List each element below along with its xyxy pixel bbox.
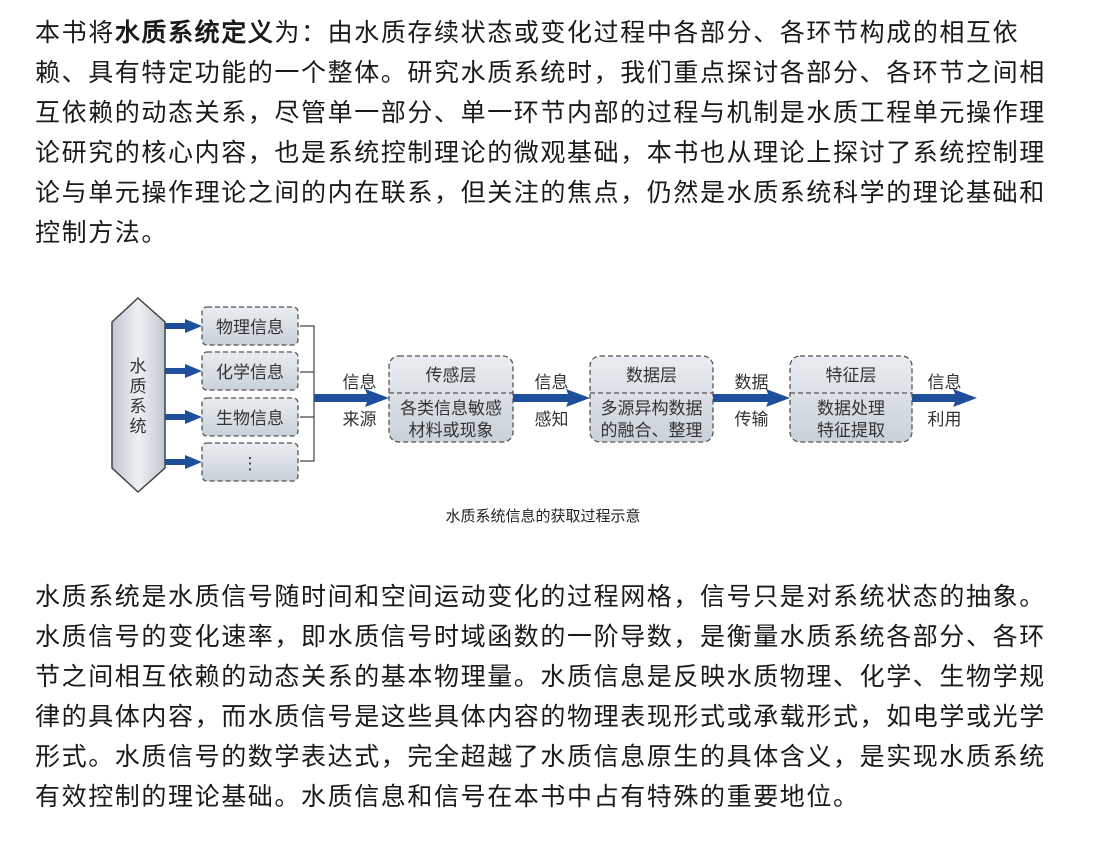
flow-arrow-icon [314,389,389,407]
paragraph-signal: 水质系统是水质信号随时间和空间运动变化的过程网格，信号只是对系统状态的抽象。 水… [35,577,1075,817]
flow-arrow-icon [713,389,790,407]
text-line: 本书将水质系统定义为：由水质存续状态或变化过程中各部分、各环节构成的相互依 [35,18,1020,47]
text-line: 论与单元操作理论之间的内在联系，但关注的焦点，仍然是水质系统科学的理论基础和 [35,178,1046,207]
arrow-icon [165,364,202,378]
bracket-connector [300,325,315,462]
text-line: 控制方法。 [35,218,169,247]
system-label: 系 [130,397,147,417]
arrow-label-top: 信息 [343,373,377,393]
flow-arrow-icon [912,389,977,407]
figure-caption: 水质系统信息的获取过程示意 [445,507,641,525]
layer-box [589,355,714,443]
arrow-label-top: 信息 [535,373,569,393]
water-system-hexagon [111,296,166,494]
system-label: 统 [130,417,147,437]
arrow-label-top: 信息 [928,373,962,393]
layer-desc: 多源异构数据 [601,399,703,419]
arrow-icon [165,455,202,469]
system-label: 水 [130,357,147,377]
layer-desc: 各类信息敏感 [400,399,502,419]
layer-title: 传感层 [426,366,477,386]
text-line: 律的具体内容，而水质信号是这些具体内容的物理表现形式或承载形式，如电学或光学 [35,702,1046,731]
text-line: 形式。水质信号的数学表达式，完全超越了水质信息原生的具体含义，是实现水质系统 [35,742,1046,771]
arrow-label-bottom: 感知 [535,410,569,430]
text-line: 赖、具有特定功能的一个整体。研究水质系统时，我们重点探讨各部分、各环节之间相 [35,58,1046,87]
arrow-label-top: 数据 [735,373,769,393]
info-type-label: 化学信息 [216,363,284,383]
layer-title: 数据层 [626,366,677,386]
layer-box [388,355,514,443]
system-label: 质 [130,377,147,397]
arrow-label-bottom: 来源 [343,410,377,430]
text-line: 水质系统是水质信号随时间和空间运动变化的过程网格，信号只是对系统状态的抽象。 [35,582,1046,611]
text-line: 互依赖的动态关系，尽管单一部分、单一环节内部的过程与机制是水质工程单元操作理 [35,98,1046,127]
layer-title: 特征层 [826,366,877,386]
info-type-label: 物理信息 [216,318,284,338]
arrow-icon [165,319,202,333]
arrow-label-bottom: 利用 [928,410,962,430]
layer-desc: 特征提取 [817,421,885,441]
layer-desc: 的融合、整理 [601,421,703,441]
layer-desc: 材料或现象 [409,421,494,441]
layer-desc: 数据处理 [817,399,885,419]
arrow-icon [165,410,202,424]
arrow-label-bottom: 传输 [735,410,769,430]
text-line: 论研究的核心内容，也是系统控制理论的微观基础，本书也从理论上探讨了系统控制理 [35,138,1046,167]
info-type-label: 生物信息 [216,409,284,429]
text-line: 有效控制的理论基础。水质信息和信号在本书中占有特殊的重要地位。 [35,782,860,811]
text-line: 节之间相互依赖的动态关系的基本物理量。水质信息是反映水质物理、化学、生物学规 [35,662,1046,691]
flow-arrow-icon [513,389,590,407]
bold-term: 水质系统定义 [114,18,275,47]
text-line: 水质信号的变化速率，即水质信号时域函数的一阶导数，是衡量水质系统各部分、各环 [35,622,1046,651]
info-type-label: ⋮ [242,454,259,474]
layer-box [789,355,913,443]
paragraph-definition: 本书将水质系统定义为：由水质存续状态或变化过程中各部分、各环节构成的相互依 赖、… [35,13,1075,253]
